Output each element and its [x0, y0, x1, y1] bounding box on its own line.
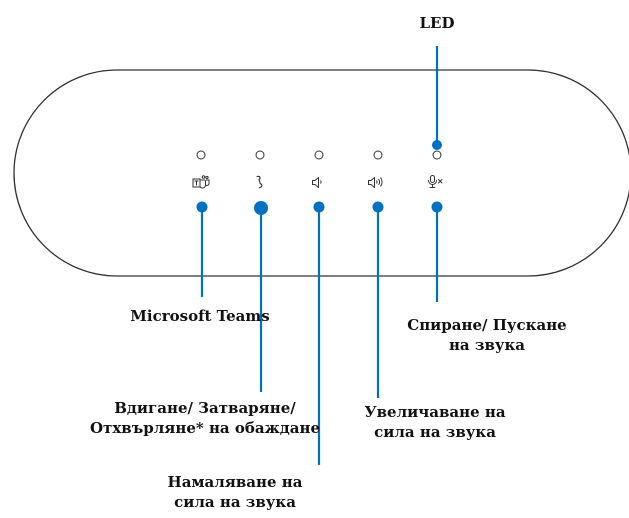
microphone-mute-icon — [428, 175, 443, 188]
led-label: LED — [419, 14, 455, 32]
speakerphone-body — [13, 69, 629, 277]
phone-handset-icon — [256, 175, 263, 189]
led-indicator-row — [196, 150, 442, 160]
mute-callout-dot — [431, 201, 443, 213]
led-indicator-icon — [373, 150, 383, 160]
microsoft-teams-icon — [192, 175, 210, 189]
led-indicator-icon — [314, 150, 324, 160]
teams-label: Microsoft Teams — [130, 307, 270, 325]
led-indicator-icon — [196, 150, 206, 160]
volume-down-callout-dot — [313, 201, 325, 213]
call-label: Вдигане/ Затваряне/ Отхвърляне* на обажд… — [89, 399, 320, 437]
led-indicator-icon — [255, 150, 265, 160]
callout-lines — [200, 46, 439, 465]
mute-label: Спиране/ Пускане на звука — [407, 316, 567, 354]
callout-dots — [196, 140, 443, 215]
speaker-high-icon — [368, 177, 383, 188]
volume-up-callout-dot — [372, 201, 384, 213]
call-callout-dot — [254, 201, 268, 215]
teams-callout-dot — [196, 201, 208, 213]
volume-down-label: Намаляване на сила на звука — [167, 473, 303, 511]
volume-up-label: Увеличаване на сила на звука — [364, 403, 506, 441]
speaker-low-icon — [312, 177, 322, 188]
led-callout-dot — [432, 140, 442, 150]
led-indicator-icon — [432, 150, 442, 160]
